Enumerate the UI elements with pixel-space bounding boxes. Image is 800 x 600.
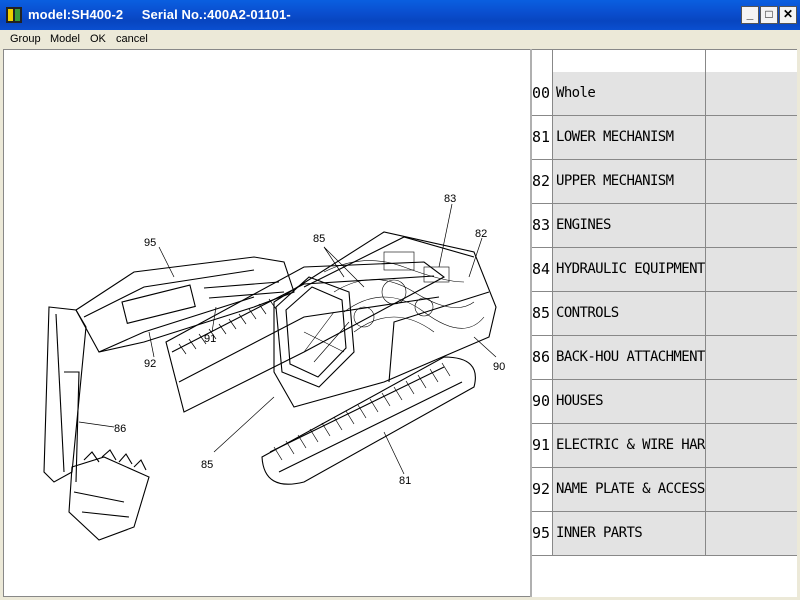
splitter[interactable] [530, 49, 532, 597]
group-extra-cell [706, 72, 797, 115]
group-code: 00 [532, 72, 553, 115]
callout-label: 81 [399, 475, 411, 487]
group-name: NAME PLATE & ACCESSORIES [553, 468, 706, 511]
callout-label: 83 [444, 193, 456, 205]
window-title: model:SH400-2 Serial No.:400A2-01101- [28, 7, 291, 22]
header-cell-extra[interactable] [706, 50, 797, 72]
group-extra-cell [706, 336, 797, 379]
close-button[interactable]: ✕ [779, 6, 797, 24]
callout-label: 86 [114, 423, 126, 435]
table-row[interactable]: 95 INNER PARTS [532, 512, 797, 556]
group-name: HYDRAULIC EQUIPMENT [553, 248, 706, 291]
menu-bar: Group Model OK cancel [0, 30, 800, 48]
callout-label: 92 [144, 358, 156, 370]
menu-ok[interactable]: OK [90, 33, 106, 45]
table-row[interactable]: 84 HYDRAULIC EQUIPMENT [532, 248, 797, 292]
callout-label: 85 [201, 459, 213, 471]
group-code: 82 [532, 160, 553, 203]
group-extra-cell [706, 380, 797, 423]
group-code: 90 [532, 380, 553, 423]
group-name: ENGINES [553, 204, 706, 247]
menu-model[interactable]: Model [50, 33, 80, 45]
excavator-diagram: 83 82 85 95 91 92 90 86 85 81 [43, 193, 505, 541]
group-name: UPPER MECHANISM [553, 160, 706, 203]
table-row[interactable]: 92 NAME PLATE & ACCESSORIES [532, 468, 797, 512]
excavator-drawing[interactable]: 83 82 85 95 91 92 90 86 85 81 [4, 52, 529, 595]
title-bar: model:SH400-2 Serial No.:400A2-01101- _ … [0, 0, 800, 30]
group-name: INNER PARTS [553, 512, 706, 555]
group-grid: 00 Whole 81 LOWER MECHANISM 82 UPPER MEC… [532, 50, 797, 597]
table-row[interactable]: 90 HOUSES [532, 380, 797, 424]
minimize-button[interactable]: _ [741, 6, 759, 24]
group-code: 85 [532, 292, 553, 335]
group-extra-cell [706, 204, 797, 247]
table-row[interactable]: 86 BACK-HOU ATTACHMENT [532, 336, 797, 380]
callout-label: 85 [313, 233, 325, 245]
group-name: LOWER MECHANISM [553, 116, 706, 159]
group-extra-cell [706, 468, 797, 511]
header-cell-code[interactable] [532, 50, 553, 72]
group-code: 81 [532, 116, 553, 159]
group-extra-cell [706, 248, 797, 291]
table-row[interactable]: 83 ENGINES [532, 204, 797, 248]
group-name: ELECTRIC & WIRE HARNESS [553, 424, 706, 467]
table-row[interactable]: 82 UPPER MECHANISM [532, 160, 797, 204]
table-row[interactable]: 85 CONTROLS [532, 292, 797, 336]
table-row[interactable]: 00 Whole [532, 72, 797, 116]
header-cell-name[interactable] [553, 50, 706, 72]
group-code: 83 [532, 204, 553, 247]
callout-label: 90 [493, 361, 505, 373]
group-extra-cell [706, 424, 797, 467]
callout-label: 91 [204, 333, 216, 345]
group-extra-cell [706, 292, 797, 335]
callout-label: 82 [475, 228, 487, 240]
group-name: CONTROLS [553, 292, 706, 335]
table-row[interactable]: 91 ELECTRIC & WIRE HARNESS [532, 424, 797, 468]
group-code: 91 [532, 424, 553, 467]
app-icon [6, 7, 22, 23]
group-code: 95 [532, 512, 553, 555]
table-row[interactable]: 81 LOWER MECHANISM [532, 116, 797, 160]
grid-header [532, 50, 797, 73]
group-extra-cell [706, 116, 797, 159]
menu-cancel[interactable]: cancel [116, 33, 148, 45]
group-extra-cell [706, 160, 797, 203]
menu-group[interactable]: Group [10, 33, 41, 45]
group-code: 84 [532, 248, 553, 291]
group-name: Whole [553, 72, 706, 115]
group-code: 92 [532, 468, 553, 511]
maximize-button[interactable]: □ [760, 6, 778, 24]
callout-label: 95 [144, 237, 156, 249]
group-extra-cell [706, 512, 797, 555]
group-name: BACK-HOU ATTACHMENT [553, 336, 706, 379]
group-code: 86 [532, 336, 553, 379]
group-name: HOUSES [553, 380, 706, 423]
